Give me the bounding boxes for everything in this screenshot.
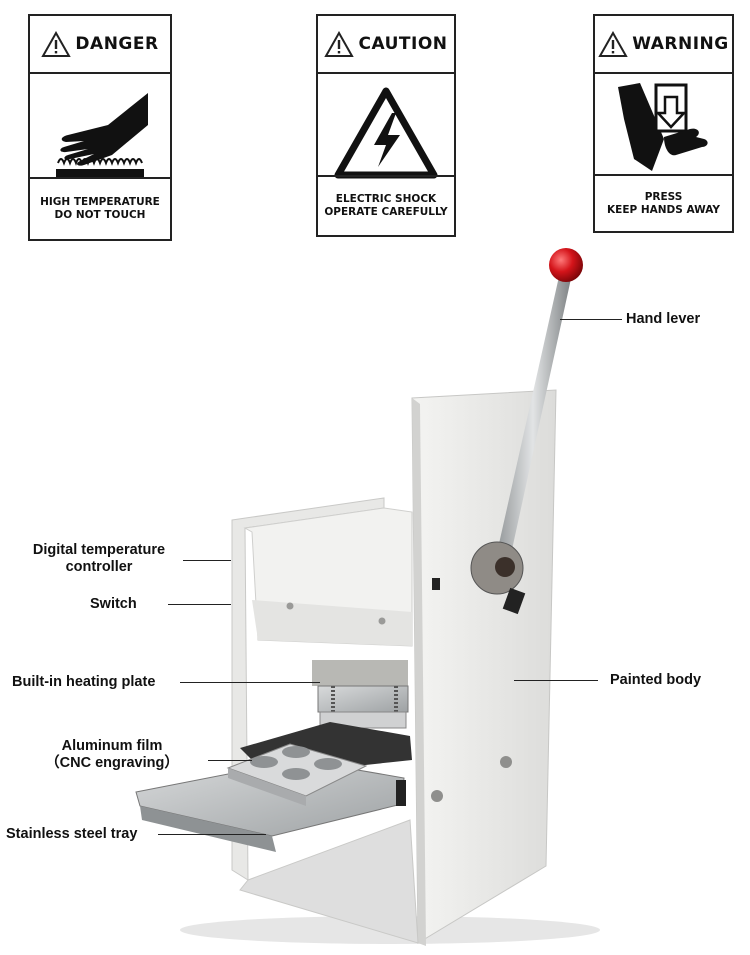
danger-sign-header: DANGER xyxy=(30,16,170,74)
aluminum-film-label: Aluminum film （CNC engraving） xyxy=(22,738,202,772)
warning-triangle-icon xyxy=(598,30,628,57)
warning-sign-footer: PRESS KEEP HANDS AWAY xyxy=(595,174,732,231)
warning-triangle-icon xyxy=(324,30,355,57)
right-side-panel xyxy=(411,389,557,944)
right-panel-edge xyxy=(412,398,426,946)
housing-screw-right xyxy=(378,617,386,625)
body-knob-lower xyxy=(431,790,443,802)
painted-body-label: Painted body xyxy=(610,672,702,688)
caution-line-1: ELECTRIC SHOCK xyxy=(335,193,437,205)
caution-title: CAUTION xyxy=(358,34,448,54)
top-housing-front xyxy=(252,600,412,646)
hand-lever-leader xyxy=(560,319,622,320)
danger-sign: DANGER HIGH TEMPERATURE DO NOT TOUCH xyxy=(28,14,172,241)
body-knob-mid xyxy=(500,756,512,768)
temp-controller-line-1: Digital temperature xyxy=(32,542,166,558)
lever-knob xyxy=(549,248,583,282)
warning-line-2: KEEP HANDS AWAY xyxy=(607,203,720,216)
caution-sign: CAUTION ELECTRIC SHOCK OPERATE CAREFULLY xyxy=(316,14,456,237)
stainless-tray-leader xyxy=(158,834,266,835)
caution-sign-footer: ELECTRIC SHOCK OPERATE CAREFULLY xyxy=(318,175,454,235)
danger-line-2: DO NOT TOUCH xyxy=(54,209,146,221)
painted-body-leader xyxy=(514,680,598,681)
mold-cavity-2 xyxy=(282,746,310,758)
mold-cavity-1 xyxy=(250,756,278,768)
hand-lever-rod xyxy=(494,272,572,568)
lever-hub-center xyxy=(495,557,515,577)
caution-sign-header: CAUTION xyxy=(318,16,454,74)
danger-sign-footer: HIGH TEMPERATURE DO NOT TOUCH xyxy=(30,177,170,239)
warning-sign: WARNING PRESS KEEP HANDS AWAY xyxy=(593,14,734,233)
housing-screw-left xyxy=(286,602,294,610)
heating-plate-label: Built-in heating plate xyxy=(12,674,156,690)
aluminum-film-leader xyxy=(208,760,252,761)
heating-plate-bracket xyxy=(312,660,408,686)
hand-lever-label: Hand lever xyxy=(626,311,701,327)
warning-triangle-icon xyxy=(41,30,72,57)
temp-controller-line-2: controller xyxy=(65,559,133,575)
temp-controller-label: Digital temperature controller xyxy=(22,542,176,576)
aluminum-film-line-1: Aluminum film xyxy=(61,738,163,754)
stainless-tray-label: Stainless steel tray xyxy=(6,826,138,842)
crush-hand-icon xyxy=(595,74,732,180)
warning-title: WARNING xyxy=(632,34,729,54)
heating-plate-leader xyxy=(180,682,320,683)
side-latch xyxy=(396,780,406,806)
aluminum-mold-side xyxy=(228,768,306,806)
tray-front-lip xyxy=(140,806,276,852)
mold-cavity-4 xyxy=(314,758,342,770)
warning-line-1: PRESS xyxy=(644,190,683,203)
danger-title: DANGER xyxy=(75,34,159,54)
side-socket xyxy=(432,578,440,590)
switch-label: Switch xyxy=(90,596,137,612)
danger-line-1: HIGH TEMPERATURE xyxy=(40,196,160,208)
temp-controller-leader xyxy=(183,560,231,561)
base-plate xyxy=(239,819,419,944)
hot-surface-icon xyxy=(30,74,170,194)
switch-leader xyxy=(168,604,231,605)
warning-sign-header: WARNING xyxy=(595,16,732,74)
mold-cavity-3 xyxy=(282,768,310,780)
lever-mount xyxy=(502,587,526,615)
caution-line-2: OPERATE CAREFULLY xyxy=(324,206,448,218)
aluminum-film-line-2: （CNC engraving） xyxy=(45,755,179,771)
